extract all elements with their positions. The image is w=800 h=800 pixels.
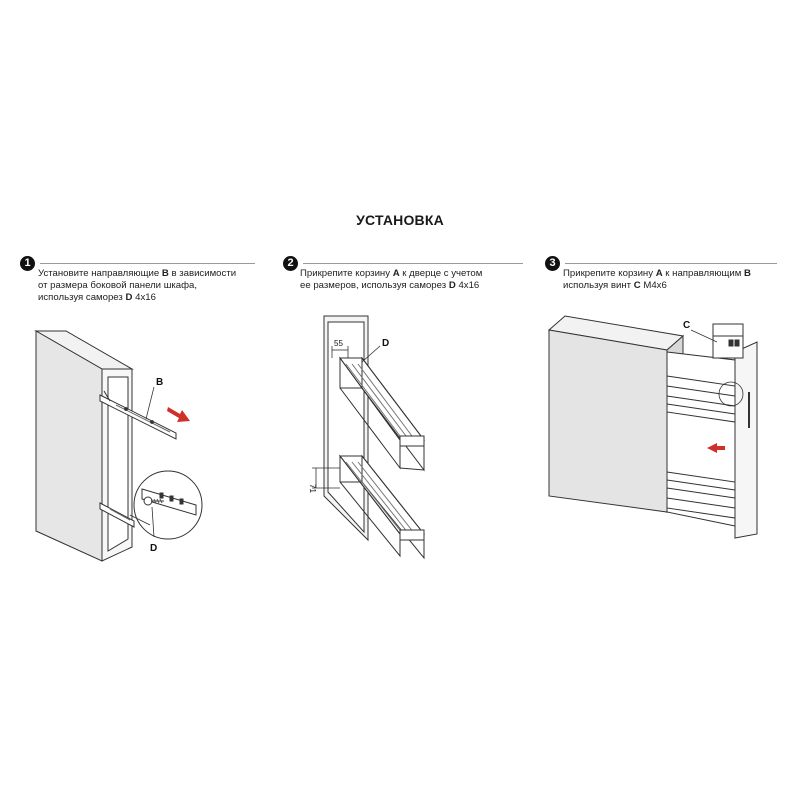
instruction-line: ее размеров, используя саморез D 4x16	[300, 280, 482, 292]
upper-rail	[99, 390, 177, 440]
instruction-text: Установите направляющие	[38, 268, 162, 279]
screw-label: D	[150, 543, 157, 554]
instruction-line: Установите направляющие B в зависимости	[38, 268, 236, 280]
part-code: A	[655, 268, 663, 279]
lower-basket	[666, 471, 736, 519]
step-3-header: 3	[545, 256, 785, 272]
step-1-number: 1	[20, 256, 35, 271]
part-code: B	[161, 268, 169, 279]
part-code: D	[448, 280, 456, 291]
instruction-text: от размера боковой панели шкафа,	[38, 280, 198, 291]
step-1-header: 1	[20, 256, 260, 272]
instruction-text: используя саморез	[38, 292, 126, 303]
part-code: D	[125, 292, 133, 303]
instruction-line: используя винт C M4x6	[563, 280, 751, 292]
instruction-line: Прикрепите корзину A к направляющим B	[563, 268, 751, 280]
dimension-side-label: 71	[308, 484, 317, 493]
step-3-divider	[565, 263, 777, 264]
rail-label: B	[156, 377, 163, 388]
screw-detail	[712, 323, 744, 359]
instruction-text: Прикрепите корзину	[563, 268, 656, 279]
screw-detail-circle	[718, 381, 744, 407]
instruction-text: ее размеров, используя саморез	[300, 280, 449, 291]
part-code: B	[744, 268, 751, 279]
instruction-text: используя винт	[563, 280, 634, 291]
screw-label: D	[382, 338, 389, 349]
step-2-divider	[303, 263, 523, 264]
push-arrow-icon	[707, 443, 725, 453]
upper-basket	[339, 356, 426, 472]
door-front	[734, 341, 758, 539]
instruction-text: к направляющим	[662, 268, 745, 279]
step-1-divider	[40, 263, 255, 264]
cabinet-front-face	[35, 330, 103, 562]
instruction-line: используя саморез D 4x16	[38, 292, 236, 304]
step-3-illustration: C	[547, 315, 758, 539]
step-2-header: 2	[283, 256, 523, 272]
cabinet-side-face	[548, 329, 668, 513]
part-code: A	[392, 268, 400, 279]
instruction-text: Прикрепите корзину	[300, 268, 393, 279]
rail-detail	[141, 488, 197, 516]
screw-icon	[143, 496, 164, 506]
instruction-text: к дверце с учетом	[399, 268, 483, 279]
instruction-text: 4x16	[132, 292, 156, 303]
instruction-text: в зависимости	[168, 268, 237, 279]
dimension-top-label: 55	[334, 339, 343, 348]
step-2-illustration: 55 71 D	[308, 315, 426, 560]
step-1-illustration: B D	[34, 330, 203, 562]
slide-arrow-icon	[167, 407, 190, 422]
screw-label: C	[683, 320, 690, 331]
lower-basket	[338, 454, 426, 560]
instruction-line: Прикрепите корзину A к дверце с учетом	[300, 268, 482, 280]
step-2-number: 2	[283, 256, 298, 271]
instruction-text: M4x6	[640, 280, 667, 291]
dimension-side	[312, 467, 340, 489]
step-3-number: 3	[545, 256, 560, 271]
instruction-line: от размера боковой панели шкафа,	[38, 280, 236, 292]
part-code: C	[633, 280, 641, 291]
instruction-text: 4x16	[455, 280, 480, 291]
page-title: УСТАНОВКА	[356, 212, 444, 228]
lower-rail	[99, 502, 135, 528]
dimension-top	[331, 346, 349, 358]
